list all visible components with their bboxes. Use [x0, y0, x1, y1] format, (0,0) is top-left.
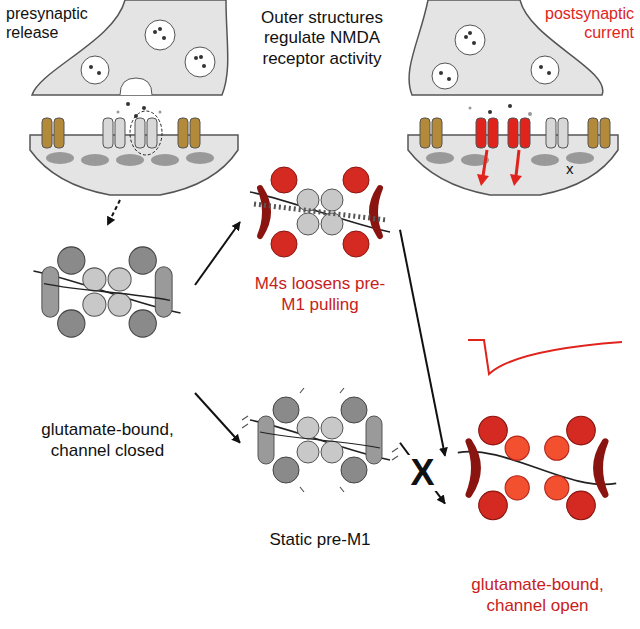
receptor-panel: Static pre-M1 — [240, 385, 400, 550]
node-caption: Static pre-M1 — [245, 530, 395, 550]
flow-arrow — [108, 200, 121, 225]
flow-arrow — [400, 443, 445, 504]
receptor-panel: glutamate-bound, channel open — [445, 410, 630, 618]
flow-arrow — [195, 393, 240, 443]
flow-arrow — [195, 222, 240, 285]
node-caption: glutamate-bound, channel closed — [28, 420, 188, 461]
receptor-panel: postsynaptic current — [404, 0, 636, 200]
receptor-panel: presynaptic release — [4, 0, 236, 200]
node-caption: M4s loosens pre-M1 pulling — [245, 274, 395, 315]
flow-arrow — [400, 230, 445, 456]
blocked-mark: x — [566, 160, 574, 177]
blocked-cross: X — [408, 455, 436, 491]
current-trace — [468, 340, 622, 374]
node-caption: presynaptic release — [6, 4, 118, 42]
title: Outer structures regulate NMDA receptor … — [238, 8, 406, 69]
node-caption: postsynaptic current — [530, 4, 634, 42]
node-caption: glutamate-bound, channel open — [458, 575, 618, 616]
receptor-panel: glutamate-bound, channel closed — [20, 225, 195, 465]
receptor-panel: M4s loosens pre-M1 pulling — [240, 160, 400, 315]
